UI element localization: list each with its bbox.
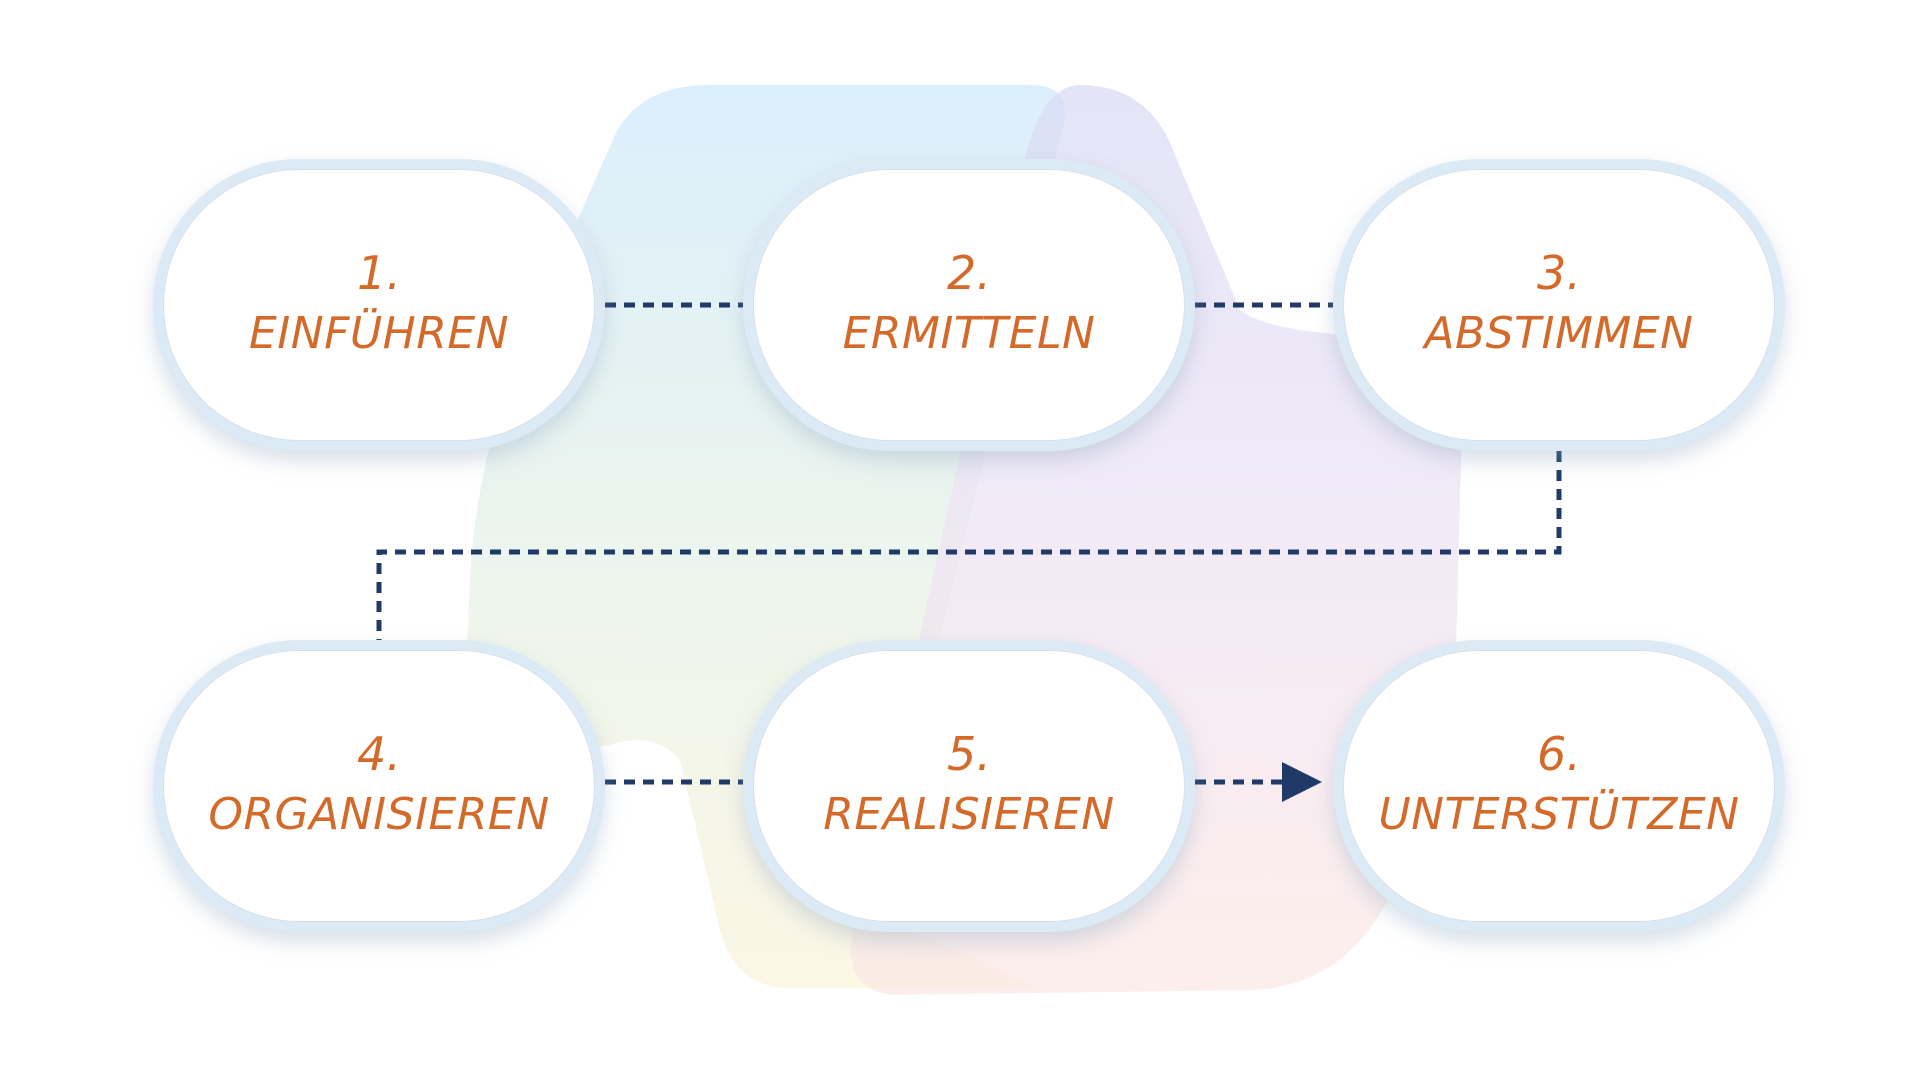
step-number: 2. — [947, 246, 991, 300]
step-number: 4. — [357, 727, 401, 781]
step-number: 6. — [1537, 727, 1581, 781]
step-1-einfuehren: 1. EINFÜHREN — [153, 159, 605, 451]
step-label: ERMITTELN — [842, 308, 1096, 359]
step-number: 1. — [357, 246, 401, 300]
step-6-unterstuetzen: 6. UNTERSTÜTZEN — [1333, 640, 1785, 932]
step-label: EINFÜHREN — [248, 308, 510, 359]
step-3-abstimmen: 3. ABSTIMMEN — [1333, 159, 1785, 451]
step-4-organisieren: 4. ORGANISIEREN — [153, 640, 605, 932]
arrow-head-icon — [1282, 762, 1322, 802]
step-label: ORGANISIEREN — [208, 789, 550, 840]
step-label: ABSTIMMEN — [1424, 308, 1694, 359]
step-label: REALISIEREN — [823, 789, 1115, 840]
step-number: 3. — [1537, 246, 1581, 300]
step-number: 5. — [947, 727, 991, 781]
step-label: UNTERSTÜTZEN — [1378, 789, 1740, 840]
step-2-ermitteln: 2. ERMITTELN — [743, 159, 1195, 451]
step-5-realisieren: 5. REALISIEREN — [743, 640, 1195, 932]
connector-3-4 — [376, 451, 1562, 640]
